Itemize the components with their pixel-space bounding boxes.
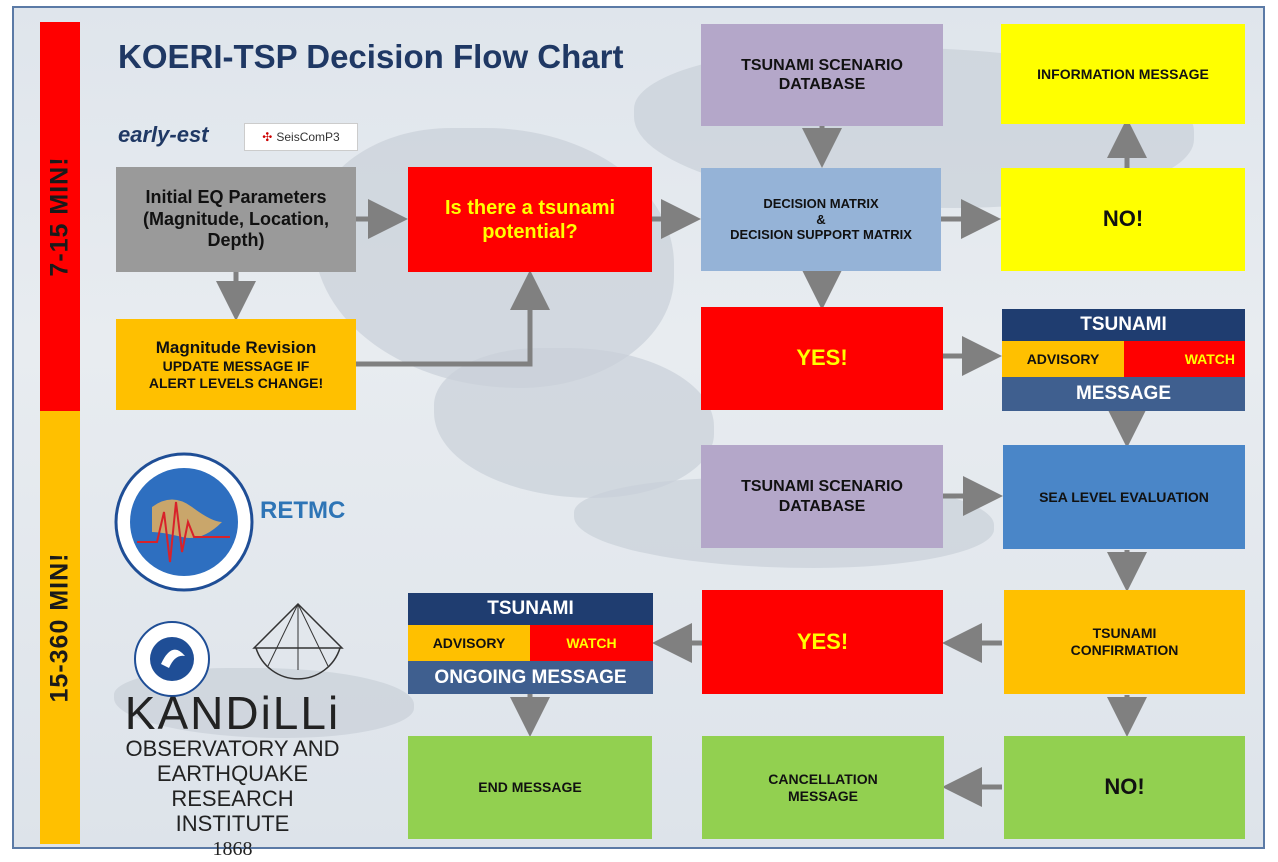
early-est-logo: early-est: [118, 122, 209, 147]
university-seal: [133, 620, 211, 698]
arrow-revision-to-potential: [356, 270, 550, 367]
sea-level-evaluation-box: SEA LEVEL EVALUATION: [1003, 445, 1245, 549]
kandilli-logo: KANDiLLi OBSERVATORY AND EARTHQUAKE RESE…: [100, 690, 365, 862]
tsunami-confirmation-box: TSUNAMI CONFIRMATION: [1004, 590, 1245, 694]
seiscomp-logo: ✣ SeisComP3: [244, 123, 358, 151]
yes-box-1: YES!: [701, 307, 943, 410]
decision-matrix-box: DECISION MATRIX & DECISION SUPPORT MATRI…: [701, 168, 941, 271]
magnitude-revision-box: Magnitude Revision UPDATE MESSAGE IF ALE…: [116, 319, 356, 410]
ongoing-header: TSUNAMI: [408, 593, 653, 625]
ongoing-footer: ONGOING MESSAGE: [408, 661, 653, 694]
kandilli-line-3: EARTHQUAKE RESEARCH: [156, 761, 309, 811]
tsunami-message-panel: TSUNAMI ADVISORY WATCH MESSAGE: [1002, 309, 1245, 411]
retmc-label: RETMC: [260, 497, 346, 524]
kandilli-line-2: OBSERVATORY AND: [125, 736, 340, 761]
retmc-globe-icon: [114, 452, 254, 592]
tsunami-potential-box: Is there a tsunami potential?: [408, 167, 652, 272]
end-message-box: END MESSAGE: [408, 736, 652, 839]
retmc-seal: [112, 452, 256, 592]
tsunami-message-footer: MESSAGE: [1002, 377, 1245, 411]
ongoing-watch-level: WATCH: [530, 625, 653, 661]
cancellation-message-box: CANCELLATION MESSAGE: [702, 736, 944, 839]
ongoing-advisory-level: ADVISORY: [408, 625, 530, 661]
timeline-bar-early: 7-15 MIN!: [40, 22, 80, 411]
seiscomp-mark-icon: ✣: [262, 130, 273, 144]
tsunami-ongoing-panel: TSUNAMI ADVISORY WATCH ONGOING MESSAGE: [408, 593, 653, 694]
watch-level: WATCH: [1124, 341, 1245, 377]
kandilli-emblem: [248, 600, 348, 680]
kandilli-year: 1868: [212, 838, 253, 860]
kandilli-line-4: INSTITUTE: [175, 811, 290, 836]
advisory-level: ADVISORY: [1002, 341, 1124, 377]
no-box-2: NO!: [1004, 736, 1245, 839]
tsunami-message-header: TSUNAMI: [1002, 309, 1245, 341]
quadrant-instrument-icon: [252, 602, 344, 680]
yes-box-2: YES!: [702, 590, 943, 694]
kandilli-wordmark: KANDiLLi: [124, 687, 341, 739]
information-message-box: INFORMATION MESSAGE: [1001, 24, 1245, 124]
page-title: KOERI-TSP Decision Flow Chart: [118, 38, 624, 75]
scenario-database-box-1: TSUNAMI SCENARIO DATABASE: [701, 24, 943, 126]
scenario-database-box-2: TSUNAMI SCENARIO DATABASE: [701, 445, 943, 548]
timeline-bar-late: 15-360 MIN!: [40, 411, 80, 844]
initial-eq-parameters-box: Initial EQ Parameters (Magnitude, Locati…: [116, 167, 356, 272]
university-seal-icon: [134, 621, 210, 697]
no-box-1: NO!: [1001, 168, 1245, 271]
